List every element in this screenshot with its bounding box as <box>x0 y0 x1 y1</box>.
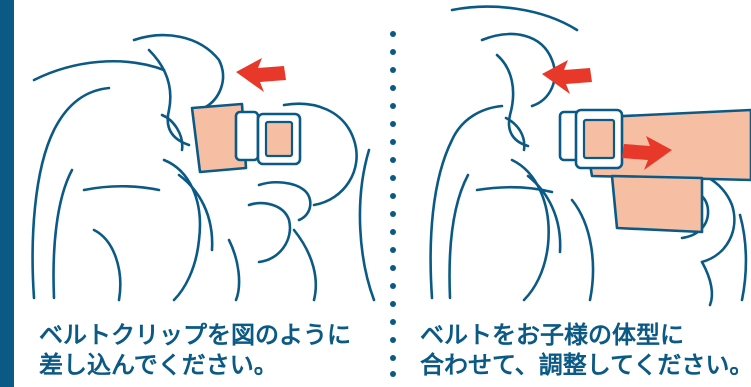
strap-right-down <box>227 238 241 302</box>
hand-top-thumb <box>504 116 526 152</box>
buckle-clip <box>234 110 260 162</box>
hand-top-fingers <box>147 48 191 147</box>
hand-top-fingers <box>495 53 530 148</box>
strap-right-down-2 <box>292 228 318 302</box>
seat-strap-curve <box>510 158 550 302</box>
body-line <box>52 168 74 300</box>
step-2-caption-line-1: ベルトをお子様の体型に <box>420 321 684 349</box>
hand-top-outline <box>132 33 225 110</box>
hand-top-outline <box>480 32 557 108</box>
step-2-illustration <box>429 5 751 307</box>
pull-arrow-icon <box>622 136 672 170</box>
hand-top-thumb <box>160 113 184 152</box>
step-1-illustration <box>31 33 376 302</box>
hand-right-fingers-2 <box>247 201 292 264</box>
buckle-window <box>582 118 616 160</box>
arm-right <box>358 148 376 302</box>
insert-arrow-icon <box>236 58 286 92</box>
accent-side-bar <box>0 0 14 387</box>
strap-down <box>570 198 595 302</box>
belt-strap-lower <box>610 174 704 234</box>
step-1-caption: ベルトクリップを図のように 差し込んでください。 <box>39 320 351 380</box>
step-1-caption-line-1: ベルトクリップを図のように <box>39 321 351 349</box>
step-2-panel: ベルトをお子様の体型に 合わせて、調整してください。 <box>402 0 751 387</box>
leg-line <box>92 228 122 302</box>
shoulder-line <box>450 5 579 32</box>
step-2-caption-line-2: 合わせて、調整してください。 <box>420 351 751 379</box>
step-2-caption: ベルトをお子様の体型に 合わせて、調整してください。 <box>420 320 751 380</box>
hand-right-outline <box>282 102 358 207</box>
wrist-line <box>700 260 714 307</box>
step-1-panel: ベルトクリップを図のように 差し込んでください。 <box>14 0 384 387</box>
body-line <box>448 173 470 300</box>
arm-right <box>738 213 748 302</box>
belt-strap <box>190 102 248 174</box>
strap-lower <box>475 185 554 194</box>
step-1-caption-line-2: 差し込んでください。 <box>39 351 278 379</box>
hand-right-fingers <box>257 180 312 222</box>
buckle-window <box>264 120 294 158</box>
shoulder-line <box>32 60 166 82</box>
seat-strap-curve-2 <box>177 173 214 252</box>
seat-strap-curve <box>162 158 202 302</box>
seat-strap-curve-2 <box>526 174 562 254</box>
seat-outline-left <box>31 86 111 300</box>
strap-lower <box>82 184 161 192</box>
insert-arrow-icon <box>542 60 592 94</box>
dotted-divider <box>390 31 396 377</box>
seat-outline-left <box>429 104 504 300</box>
